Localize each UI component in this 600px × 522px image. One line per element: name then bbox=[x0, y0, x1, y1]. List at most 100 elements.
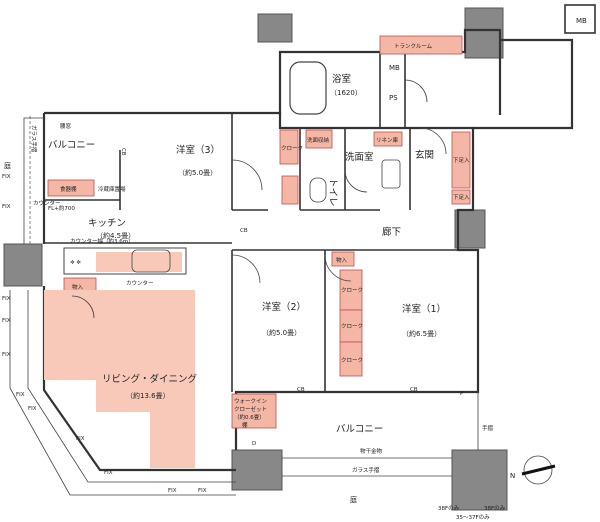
pillar-top-left bbox=[257, 13, 293, 43]
pillar-right-mid bbox=[454, 209, 486, 249]
mb-label: MB bbox=[389, 64, 400, 72]
floor-note-2: 38Fのみ bbox=[484, 505, 506, 512]
fridge-label: 冷蔵庫置場 bbox=[98, 185, 126, 193]
living-label: リビング・ダイニング bbox=[102, 373, 198, 385]
kitchen-counter bbox=[63, 247, 187, 275]
counter-vertical-label: カウンター bbox=[33, 199, 61, 207]
linen-closet bbox=[373, 131, 403, 147]
balcony-east-label: バルコニー bbox=[336, 424, 383, 435]
linen-storage-label: 洗面収納 bbox=[307, 136, 330, 144]
shoe-cabinet-label: 下足入 bbox=[453, 157, 470, 164]
washbasin bbox=[381, 159, 401, 189]
door-swings bbox=[71, 79, 447, 319]
cb-label-3: CB bbox=[240, 228, 248, 234]
yard-label-left: 庭 bbox=[4, 161, 11, 170]
pillar-bottom-left bbox=[231, 449, 283, 491]
fix-label: FIX bbox=[2, 174, 11, 180]
walkin-closet-label: ウォークイン bbox=[234, 397, 268, 405]
closet-room3 bbox=[279, 129, 299, 165]
western3-size: （約5.0畳） bbox=[178, 168, 217, 177]
handrail-label: 手摺 bbox=[482, 424, 494, 432]
window-label: 腰窓 bbox=[60, 122, 72, 130]
glass-rail-bottom-label: ガラス手摺 bbox=[352, 466, 380, 474]
walkin-closet-size: （約0.6畳） bbox=[234, 413, 265, 421]
pantry-cabinet-label: 食器棚 bbox=[60, 185, 77, 193]
fl-label: FL+約700 bbox=[48, 204, 75, 212]
closet-room3-label: クローク bbox=[281, 145, 303, 152]
closet-room1-c bbox=[339, 341, 363, 377]
shelf-label: 棚 bbox=[242, 421, 248, 429]
north-label: N bbox=[510, 472, 515, 480]
living-size: （約13.6畳） bbox=[126, 391, 170, 400]
toilet-storage bbox=[281, 175, 299, 205]
trunk-room bbox=[379, 35, 463, 55]
lower-yard-edge bbox=[9, 290, 236, 496]
fix-labels: FIX FIX FIX FIX FIX FIX FIX FIX FIX FIX … bbox=[2, 174, 207, 494]
fix-label: FIX bbox=[2, 318, 11, 324]
service-block-wall bbox=[278, 28, 502, 115]
fix-label: FIX bbox=[2, 352, 11, 358]
western2-size: （約5.0畳） bbox=[262, 328, 301, 337]
washroom-label: 洗面室 bbox=[345, 151, 374, 163]
western1-size: （約6.5畳） bbox=[402, 329, 441, 338]
pillar-bottom-right bbox=[451, 449, 508, 511]
north-arrow-icon: N bbox=[510, 455, 556, 485]
floor-note-1: 38Fのみ bbox=[438, 505, 460, 512]
kitchen-storage-label: 物入 bbox=[72, 283, 84, 291]
hall-storage-label: 物入 bbox=[336, 256, 348, 264]
hallway-label: 廊下 bbox=[382, 226, 401, 238]
walkin-closet-label2: クローゼット bbox=[234, 405, 267, 413]
cb-label-left: CB bbox=[120, 148, 126, 156]
floor-note-3: 35〜37Fのみ bbox=[456, 514, 490, 521]
fix-label: FIX bbox=[16, 392, 25, 398]
cb-label-2: CB bbox=[410, 387, 418, 393]
glass-rail-top-label: ガラス手摺 bbox=[30, 125, 38, 153]
counter-label: カウンター bbox=[126, 279, 154, 287]
mb-label-top: MB bbox=[576, 17, 587, 25]
toilet-label: トイレ bbox=[327, 178, 338, 207]
living-area-highlight bbox=[44, 290, 195, 468]
shoe-cabinet-2 bbox=[451, 189, 471, 205]
p-label: P bbox=[460, 391, 464, 397]
linen-storage bbox=[305, 129, 333, 149]
shoe-cabinet-2-label: 下足入 bbox=[453, 194, 470, 201]
pillar-top-right bbox=[464, 7, 504, 59]
upper-right-wall bbox=[473, 38, 574, 130]
fix-label: FIX bbox=[28, 406, 37, 412]
bathtub bbox=[289, 61, 327, 115]
lower-yard-edge2 bbox=[27, 290, 236, 483]
cooktop-icon: ✲ ✲ bbox=[70, 259, 81, 266]
bath-label: 浴室 bbox=[332, 73, 351, 85]
bath-size: （1620） bbox=[330, 89, 362, 97]
drying-label: 物干金物 bbox=[360, 447, 383, 455]
main-outer-wall bbox=[44, 111, 480, 450]
walkin-closet bbox=[231, 393, 277, 429]
balcony-west-label: バルコニー bbox=[48, 140, 95, 151]
fix-label: FIX bbox=[168, 488, 177, 494]
pantry-cabinet bbox=[47, 179, 95, 197]
ps-label: PS bbox=[389, 94, 398, 102]
closet-room1-c-label: クローク bbox=[341, 357, 363, 364]
fix-label: FIX bbox=[2, 204, 11, 210]
closet-room1-b-label: クローク bbox=[341, 323, 363, 330]
entrance-label: 玄関 bbox=[415, 149, 434, 161]
western1-label: 洋室（1） bbox=[402, 303, 446, 315]
toilet-fixture bbox=[309, 177, 327, 203]
kitchen-sink bbox=[131, 249, 171, 273]
pillar-left-mid bbox=[3, 243, 43, 287]
closet-room1-a-label: クローク bbox=[341, 287, 363, 294]
shoe-cabinet bbox=[451, 131, 471, 189]
counter-detail-label: カウンター幅（約3.6m） bbox=[70, 237, 134, 245]
mb-box-top bbox=[564, 4, 596, 34]
yard-label-bottom: 庭 bbox=[350, 495, 357, 504]
western2-label: 洋室（2） bbox=[262, 301, 306, 313]
hall-storage bbox=[331, 251, 355, 267]
d-label: D bbox=[252, 441, 256, 447]
fix-label: FIX bbox=[198, 488, 207, 494]
cb-label-1: CB bbox=[297, 387, 305, 393]
kitchen-label: キッチン bbox=[88, 218, 126, 229]
trunk-room-label: トランクルーム bbox=[394, 43, 433, 50]
yard-edge-west bbox=[23, 117, 44, 244]
western3-label: 洋室（3） bbox=[176, 144, 220, 156]
